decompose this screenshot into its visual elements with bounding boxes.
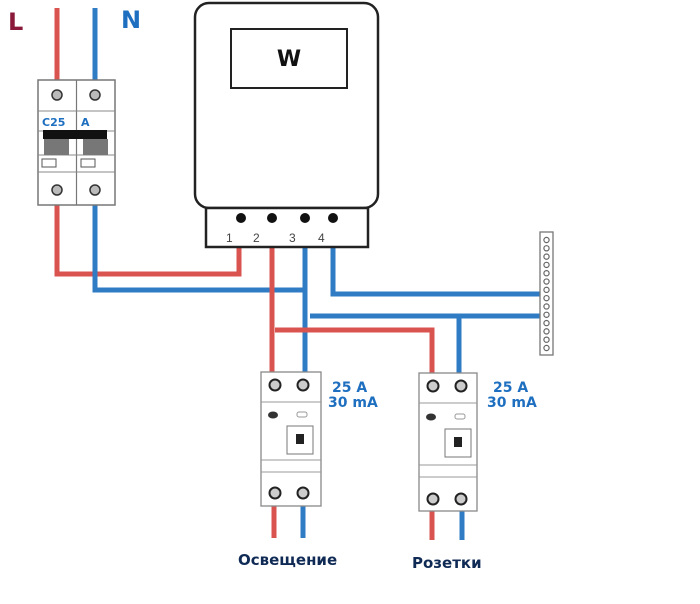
rcd-sockets-leakage: 30 mA (487, 395, 537, 411)
rcd-sockets (418, 372, 478, 512)
terminal-number: 1 (226, 231, 233, 245)
screw-icon (89, 184, 101, 196)
screw-icon (454, 492, 468, 506)
main-circuit-breaker: C25 A (37, 79, 116, 206)
screw-icon (89, 89, 101, 101)
terminal-number: 2 (253, 231, 260, 245)
terminal-number: 4 (318, 231, 325, 245)
neutral-t4-to-bus-wire (330, 247, 540, 297)
breaker-toggle (43, 130, 107, 139)
rcd-sockets-current: 25 A (493, 380, 528, 396)
test-button-icon (268, 411, 278, 419)
neutral-bus-bar (539, 231, 554, 356)
screw-icon (51, 184, 63, 196)
screw-icon (426, 379, 440, 393)
rcd-lever (444, 428, 472, 458)
rcd-lighting-leakage: 30 mA (328, 395, 378, 411)
rcd-lighting (260, 371, 322, 507)
screw-icon (268, 486, 282, 500)
circuit-caption-lighting: Освещение (238, 551, 337, 569)
bus-hole (543, 328, 550, 335)
breaker-pole-label: A (81, 116, 90, 129)
electricity-meter: W 1 2 3 4 (193, 1, 380, 249)
screw-icon (454, 379, 468, 393)
wires (54, 8, 540, 540)
screw-icon (51, 89, 63, 101)
bus-hole (543, 294, 550, 302)
circuit-caption-sockets: Розетки (412, 554, 482, 572)
bus-hole (543, 253, 550, 260)
bus-hole (543, 278, 550, 285)
phase-label: L (8, 8, 23, 36)
screw-icon (296, 378, 310, 392)
bus-hole (543, 344, 550, 352)
bus-hole (543, 286, 550, 294)
phase-branch-wire (275, 327, 435, 375)
meter-terminal-block (204, 206, 370, 249)
test-button-icon (426, 413, 436, 421)
terminal-number: 3 (289, 231, 296, 245)
screw-icon (268, 378, 282, 392)
neutral-label: N (121, 6, 141, 34)
bus-hole (543, 245, 550, 252)
bus-hole (543, 261, 550, 269)
bus-hole (543, 270, 550, 277)
bus-hole (543, 319, 550, 327)
breaker-rating: C25 (42, 116, 65, 129)
screw-icon (426, 492, 440, 506)
meter-display (230, 28, 348, 89)
rcd-lighting-current: 25 A (332, 380, 367, 396)
bus-hole (543, 336, 550, 343)
screw-icon (296, 486, 310, 500)
bus-hole (543, 236, 550, 244)
phase-to-meter-wire (54, 205, 242, 277)
meter-display-label: W (277, 47, 301, 72)
bus-hole (543, 303, 550, 310)
neutral-to-meter-wire (92, 205, 303, 293)
bus-hole (543, 311, 550, 318)
